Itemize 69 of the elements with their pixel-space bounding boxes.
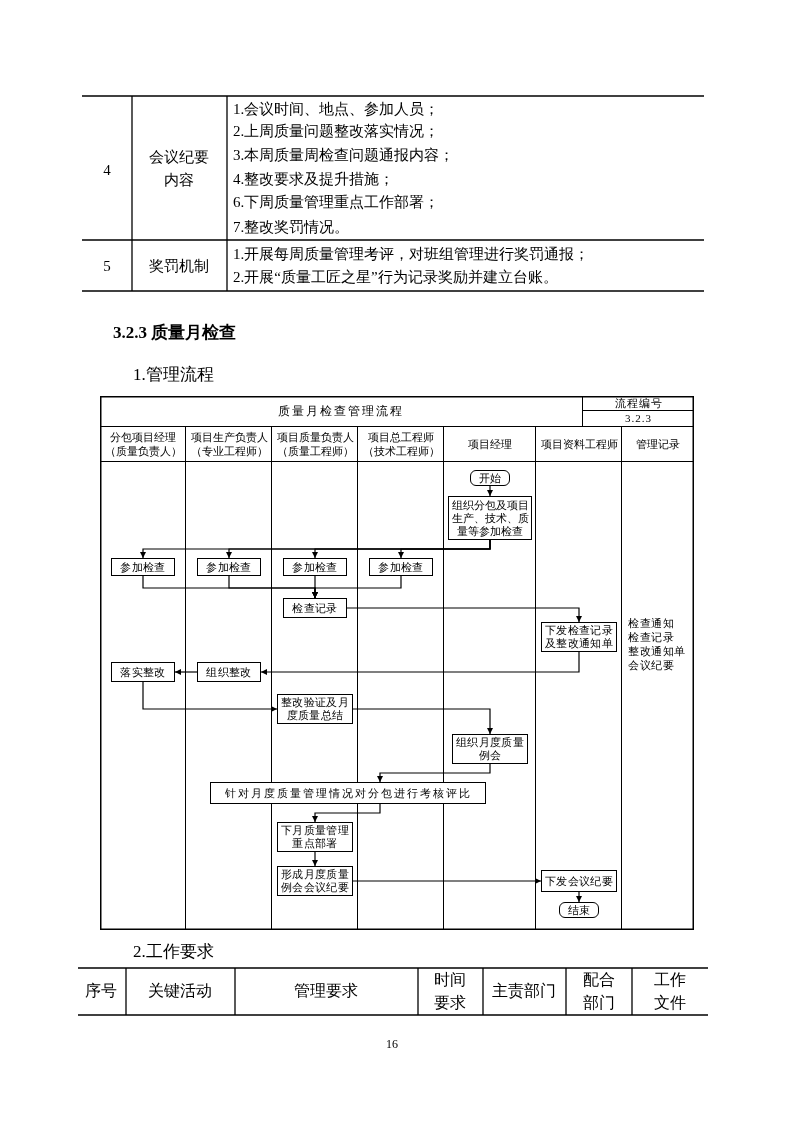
lane-header: 项目总工程师（技术工程师） xyxy=(358,426,444,462)
arrow xyxy=(312,575,402,599)
section-heading: 3.2.3 质量月检查 xyxy=(113,322,237,344)
arrow xyxy=(346,607,582,623)
process-box: 参加检查 xyxy=(111,558,175,576)
process-code: 3.2.3 xyxy=(582,411,694,426)
arrow xyxy=(398,539,491,559)
chart-title: 质量月检查管理流程 xyxy=(277,403,405,420)
activity-name: 会议纪要内容 xyxy=(148,148,210,190)
lane-header: 分包项目经理（质量负责人） xyxy=(100,426,186,462)
activity-name: 奖罚机制 xyxy=(148,257,210,276)
column-header: 关键活动 xyxy=(147,981,213,1001)
row-number: 4 xyxy=(102,161,112,180)
arrow xyxy=(352,708,493,735)
column-header: 管理要求 xyxy=(293,981,359,1001)
column-header: 主责部门 xyxy=(491,981,557,1001)
process-box: 参加检查 xyxy=(197,558,261,576)
record-item: 会议纪要 xyxy=(628,658,674,672)
terminal-box: 开始 xyxy=(470,470,510,486)
requirement-item: 2.开展“质量工匠之星”行为记录奖励并建立台账。 xyxy=(233,268,558,287)
arrow xyxy=(312,803,381,823)
arrow xyxy=(142,681,278,712)
arrow xyxy=(352,878,542,884)
subsection-heading: 1.管理流程 xyxy=(133,364,214,386)
arrow xyxy=(312,851,318,867)
process-box: 参加检查 xyxy=(369,558,433,576)
record-item: 整改通知单 xyxy=(628,644,686,658)
arrow xyxy=(487,485,493,497)
requirement-item: 4.整改要求及提升措施； xyxy=(233,170,395,189)
process-box: 形成月度质量例会会议纪要 xyxy=(277,866,353,896)
process-code-label: 流程编号 xyxy=(582,396,694,411)
process-box: 参加检查 xyxy=(283,558,347,576)
process-box: 落实整改 xyxy=(111,662,175,682)
subsection-heading: 2.工作要求 xyxy=(133,941,214,963)
column-header: 配合部门 xyxy=(582,970,616,1013)
page-number: 16 xyxy=(385,1036,399,1052)
lane-header: 管理记录 xyxy=(622,426,694,462)
column-header: 时间要求 xyxy=(433,970,467,1013)
arrow xyxy=(260,651,580,675)
arrow xyxy=(174,669,198,675)
arrow xyxy=(377,763,491,783)
record-item: 检查通知 xyxy=(628,616,674,630)
process-box: 针对月度质量管理情况对分包进行考核评比 xyxy=(210,782,486,804)
process-box: 下发会议纪要 xyxy=(541,870,617,892)
process-box: 检查记录 xyxy=(283,598,347,618)
process-box: 下月质量管理重点部署 xyxy=(277,822,353,852)
lane-header: 项目经理 xyxy=(444,426,536,462)
lane-header: 项目资料工程师 xyxy=(536,426,622,462)
requirement-item: 2.上周质量问题整改落实情况； xyxy=(233,122,440,141)
record-item: 检查记录 xyxy=(628,630,674,644)
requirement-item: 1.会议时间、地点、参加人员； xyxy=(233,100,440,119)
row-number: 5 xyxy=(102,257,112,276)
process-box: 组织整改 xyxy=(197,662,261,682)
lane-header: 项目生产负责人（专业工程师） xyxy=(186,426,272,462)
terminal-box: 结束 xyxy=(559,902,599,918)
swimlane xyxy=(100,426,186,930)
requirement-item: 7.整改奖罚情况。 xyxy=(233,218,350,237)
process-box: 组织月度质量例会 xyxy=(452,734,528,764)
process-box: 下发检查记录及整改通知单 xyxy=(541,622,617,652)
process-box: 整改验证及月度质量总结 xyxy=(277,694,353,724)
lane-header: 项目质量负责人（质量工程师） xyxy=(272,426,358,462)
requirement-item: 1.开展每周质量管理考评，对班组管理进行奖罚通报； xyxy=(233,245,590,264)
arrow xyxy=(576,891,582,903)
process-box: 组织分包及项目生产、技术、质量等参加检查 xyxy=(448,496,532,540)
requirement-item: 6.下周质量管理重点工作部署； xyxy=(233,193,440,212)
column-header: 工作文件 xyxy=(653,970,687,1013)
requirement-item: 3.本周质量周检查问题通报内容； xyxy=(233,146,455,165)
swimlane xyxy=(536,426,622,930)
column-header: 序号 xyxy=(84,981,118,1001)
